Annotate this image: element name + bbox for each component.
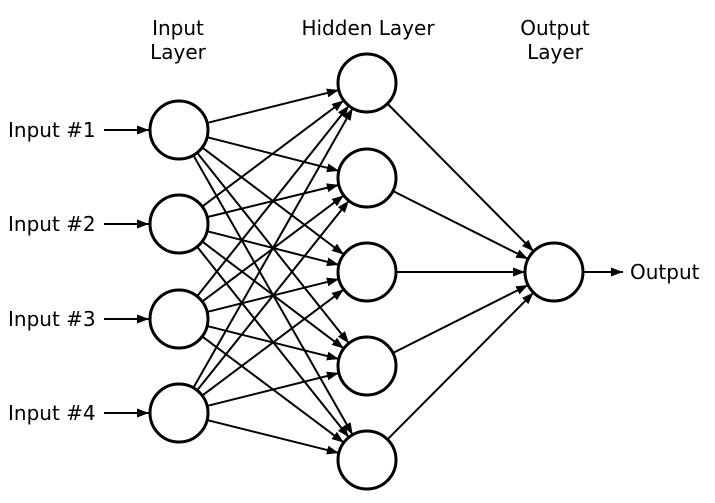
edge-hidden5-to-output1	[386, 291, 535, 441]
input-neuron-3	[148, 288, 210, 350]
text-labels: Input Layer Hidden Layer Output Layer In…	[8, 16, 700, 425]
output-neuron-1	[523, 241, 585, 303]
edge-input4-to-hidden4	[206, 371, 340, 407]
input-node-label-4: Input #4	[8, 401, 96, 425]
edge-input4-to-hidden2	[196, 200, 350, 391]
output-node-label: Output	[630, 260, 700, 284]
input-layer-title-line-1: Input	[152, 16, 204, 40]
edge-input4-to-hidden3	[201, 288, 345, 397]
hidden-neuron-4	[336, 335, 398, 397]
output-layer-title-line-2: Layer	[527, 40, 584, 64]
neuron-nodes	[148, 52, 585, 491]
hidden-layer-title: Hidden Layer	[301, 16, 435, 40]
edge-input1-to-hidden1	[206, 88, 340, 124]
edge-input4-to-hidden1	[192, 107, 354, 389]
input-node-label-1: Input #1	[8, 118, 96, 142]
edge-input2-to-hidden1	[201, 99, 345, 208]
edge-input3-to-hidden1	[196, 105, 350, 297]
connection-edges	[192, 88, 535, 455]
input-neuron-4	[148, 382, 210, 444]
edge-hidden2-to-output1	[392, 190, 529, 260]
input-layer-title-line-2: Layer	[150, 40, 207, 64]
hidden-neuron-2	[336, 147, 398, 209]
hidden-neuron-3	[336, 241, 398, 303]
input-node-label-3: Input #3	[8, 307, 96, 331]
hidden-neuron-1	[336, 52, 398, 114]
input-neuron-1	[148, 99, 210, 161]
edge-input4-to-hidden5	[206, 419, 340, 455]
edge-hidden1-to-output1	[386, 102, 535, 253]
hidden-neuron-5	[336, 429, 398, 491]
input-node-label-2: Input #2	[8, 212, 96, 236]
edge-hidden4-to-output1	[392, 284, 529, 354]
output-layer-title-line-1: Output	[520, 16, 590, 40]
input-neuron-2	[148, 193, 210, 255]
stub-arrows	[104, 125, 623, 418]
